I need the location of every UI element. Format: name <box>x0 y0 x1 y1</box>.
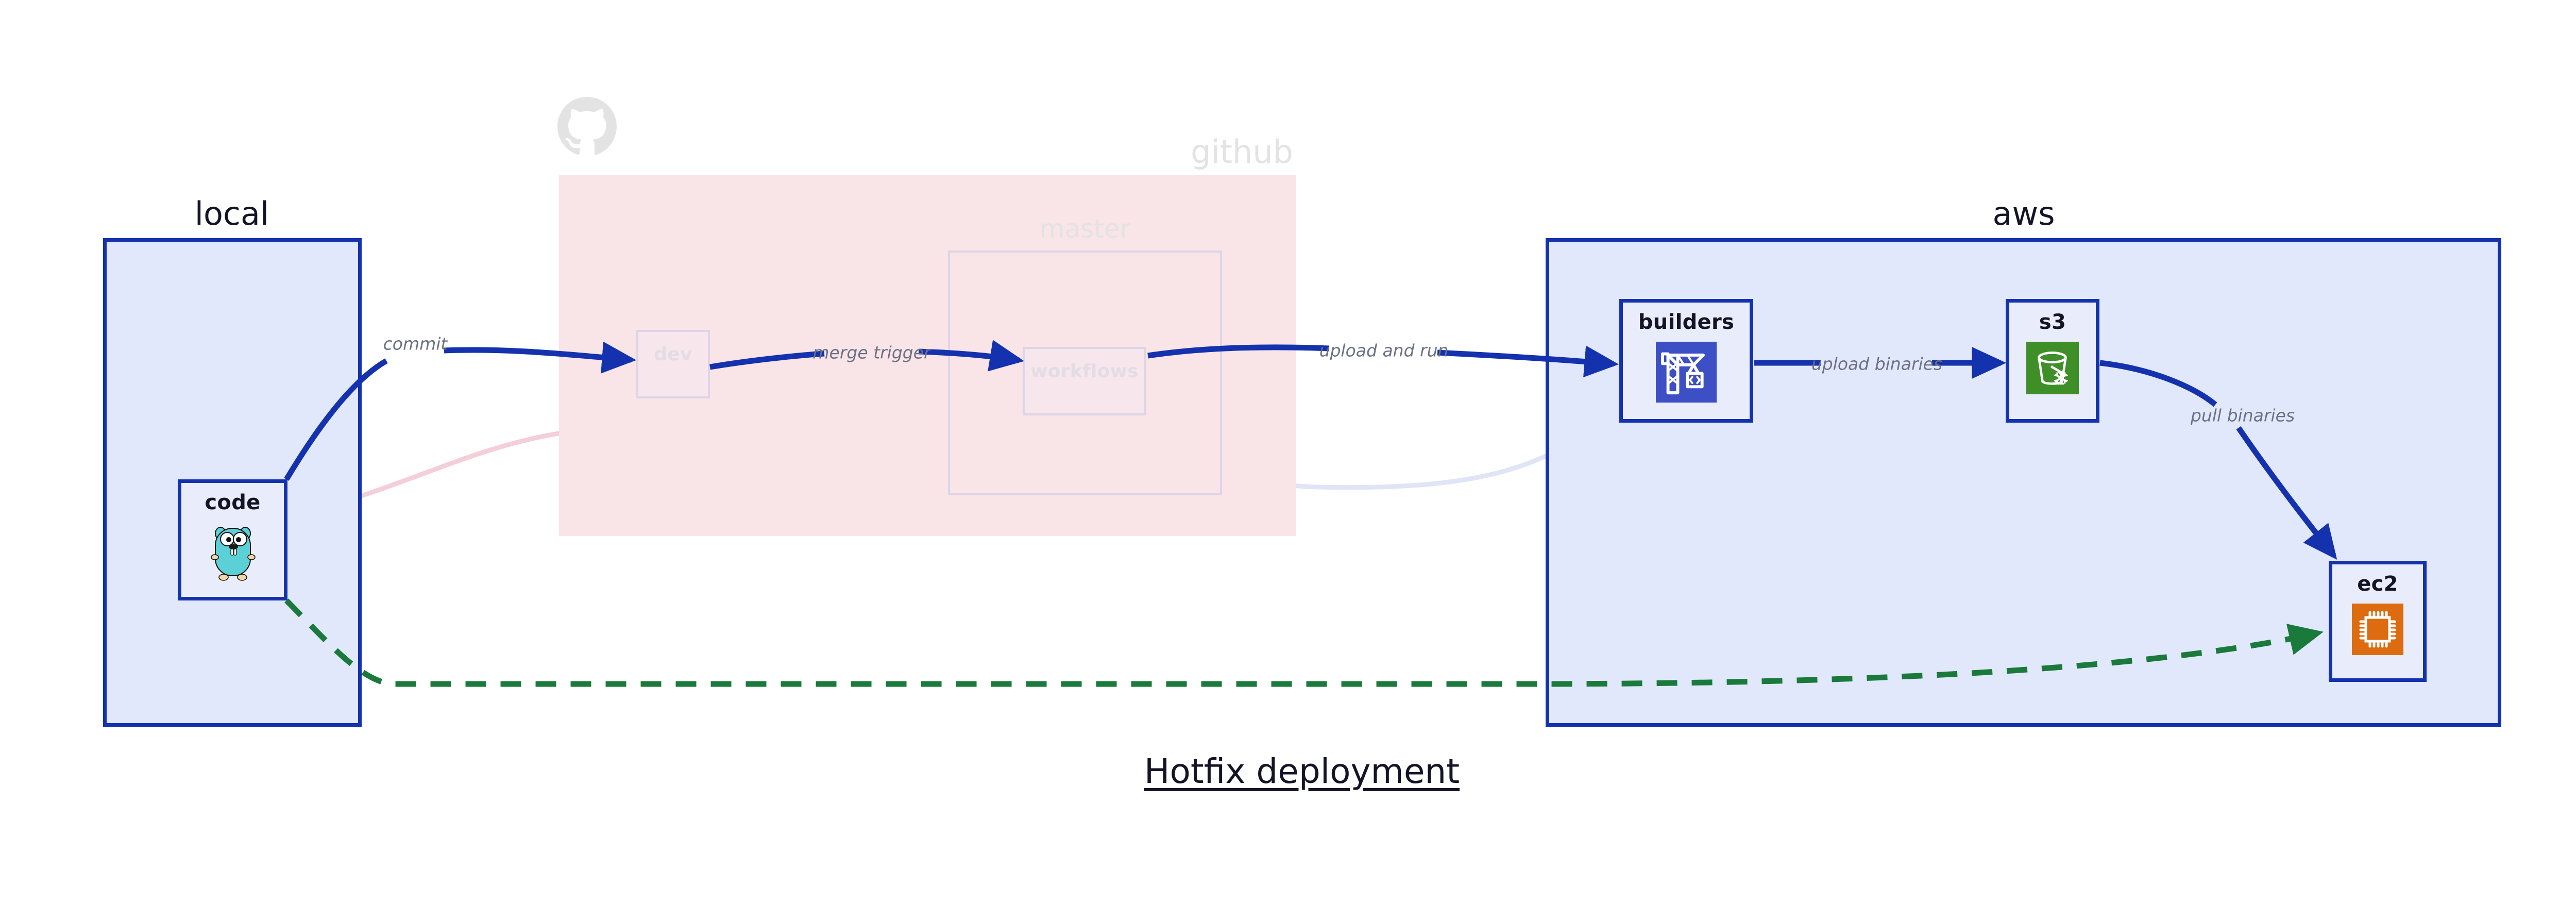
node-builders-label: builders <box>1638 310 1735 334</box>
node-dev-label: dev <box>654 344 692 365</box>
edge-label-upload-and-run: upload and run <box>1319 340 1449 361</box>
edge-label-pull-binaries: pull binaries <box>2190 405 2295 426</box>
go-gopher-icon <box>208 522 258 586</box>
node-ec2-label: ec2 <box>2357 572 2398 596</box>
cluster-local-label: local <box>194 195 269 232</box>
github-octocat-icon <box>557 97 617 158</box>
cluster-github-label: github <box>1191 133 1293 171</box>
node-workflows[interactable]: workflows <box>1023 347 1146 415</box>
page-title: Hotfix deployment <box>1144 751 1460 791</box>
edge-label-upload-binaries: upload binaries <box>1811 354 1943 374</box>
node-ec2[interactable]: ec2 <box>2329 561 2427 682</box>
node-builders[interactable]: builders <box>1619 299 1753 423</box>
subgraph-master-label: master <box>1039 214 1131 244</box>
node-s3[interactable]: s3 <box>2006 299 2099 423</box>
node-code[interactable]: code <box>178 479 287 600</box>
edge-label-merge-trigger: merge trigger <box>812 342 931 363</box>
cpu-chip-icon <box>2352 604 2403 657</box>
subgraph-master-box <box>948 250 1222 495</box>
node-s3-label: s3 <box>2039 310 2066 334</box>
node-workflows-label: workflows <box>1030 361 1139 382</box>
bucket-snowflake-icon <box>2026 342 2079 396</box>
crane-code-icon <box>1656 342 1717 405</box>
cluster-aws-label: aws <box>1992 195 2055 232</box>
node-dev[interactable]: dev <box>636 330 710 398</box>
node-code-label: code <box>205 491 261 514</box>
edge-label-commit: commit <box>383 333 448 354</box>
